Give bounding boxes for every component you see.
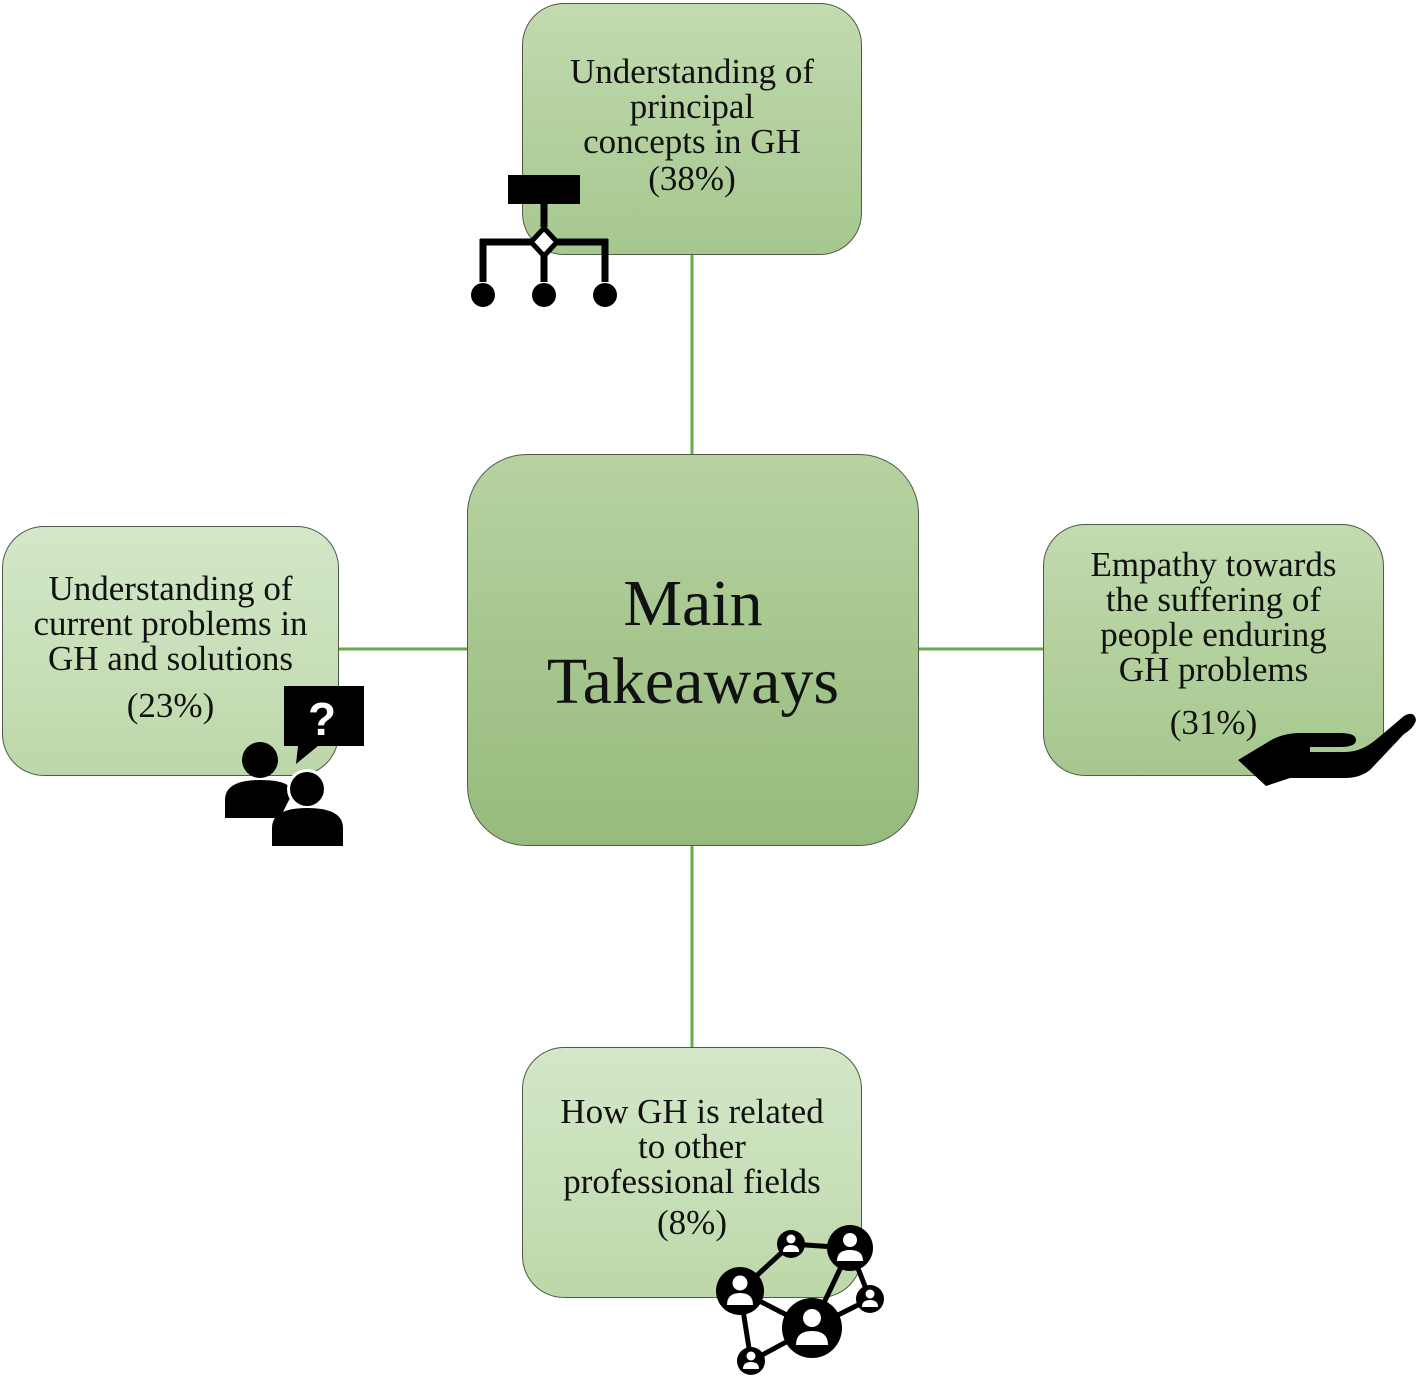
takeaway-text-line: How GH is related — [560, 1092, 824, 1131]
takeaway-text-line: principal — [629, 87, 755, 126]
takeaway-percent: (8%) — [657, 1203, 727, 1242]
takeaway-text-line: Empathy towards — [1090, 545, 1337, 584]
main-title-line: Main — [623, 567, 763, 640]
takeaway-text-line: Understanding of — [48, 569, 293, 608]
takeaway-percent: (23%) — [126, 686, 215, 725]
open-hand-icon — [1238, 713, 1416, 786]
takeaway-text-line: Understanding of — [570, 52, 814, 91]
discussion-question-icon: ? — [225, 686, 364, 846]
takeaway-text-line: people enduring — [1100, 615, 1327, 654]
takeaway-text-line: GH problems — [1118, 650, 1309, 689]
takeaway-text-line: the suffering of — [1105, 580, 1322, 619]
people-network-icon — [716, 1225, 884, 1375]
hierarchy-icon — [471, 175, 617, 307]
takeaway-box-principal-concepts: Understanding of principal concepts in G… — [522, 3, 862, 255]
takeaway-box-current-problems: Understanding of current problems in GH … — [2, 526, 339, 776]
takeaway-text-line: GH and solutions — [48, 639, 293, 678]
takeaway-text-line: professional fields — [563, 1162, 821, 1201]
takeaway-box-related-fields: How GH is related to other professional … — [522, 1047, 862, 1298]
main-title-line: Takeaways — [546, 645, 840, 718]
takeaway-percent: (38%) — [648, 159, 736, 198]
takeaway-text-line: current problems in — [33, 604, 308, 643]
svg-text:?: ? — [308, 693, 336, 745]
takeaway-percent: (31%) — [1169, 703, 1258, 742]
main-takeaways-box: Main Takeaways — [467, 454, 919, 846]
takeaway-text-line: concepts in GH — [583, 122, 801, 161]
takeaway-text-line: to other — [638, 1127, 746, 1166]
